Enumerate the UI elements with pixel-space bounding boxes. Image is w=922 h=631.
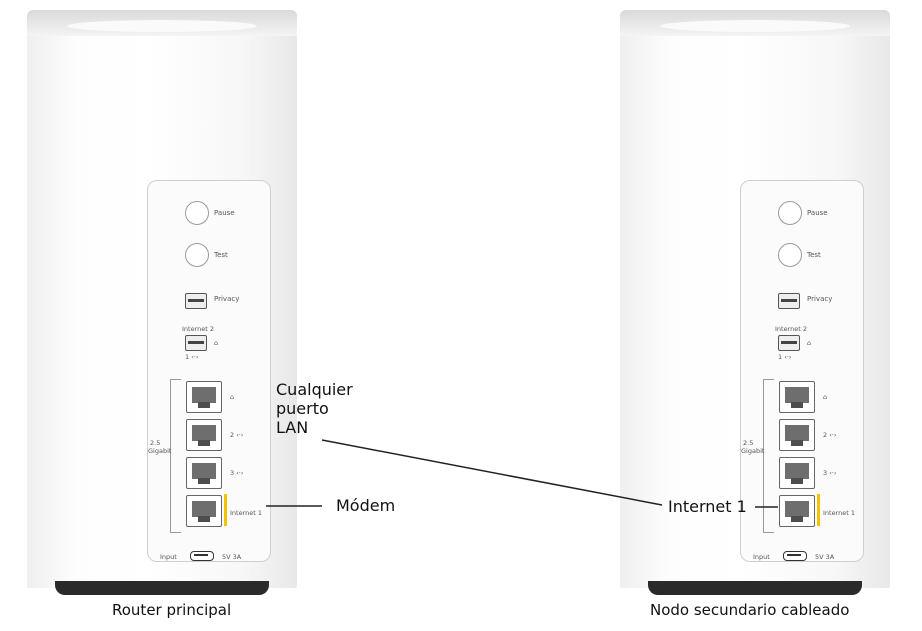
- lan-annotation-line3: LAN: [276, 418, 309, 437]
- internet-port-marker: [224, 494, 227, 526]
- internet2-label: Internet 2: [775, 325, 808, 333]
- wan-lan-icon: 1 ‹·›: [185, 353, 199, 361]
- gigabit-label: Gigabit: [148, 447, 172, 455]
- port2-label: 2 ‹·›: [823, 431, 837, 439]
- port2-label: 2 ‹·›: [230, 431, 244, 439]
- internet1-annotation: Internet 1: [668, 497, 747, 516]
- node-top: [620, 10, 890, 36]
- privacy-switch: [778, 293, 800, 309]
- internet1-port-label: Internet 1: [230, 509, 263, 517]
- privacy-label: Privacy: [214, 295, 240, 303]
- internet1-port: [186, 495, 222, 527]
- lan-port-1: [779, 381, 815, 413]
- home-icon: ⌂: [230, 393, 235, 401]
- power-label: 5V 3A: [222, 553, 242, 561]
- speed-label: 2.5: [743, 439, 754, 447]
- internet2-label: Internet 2: [182, 325, 215, 333]
- test-label: Test: [807, 251, 821, 259]
- main-router-caption: Router principal: [112, 601, 232, 619]
- lan-annotation-line1: Cualquier: [276, 380, 353, 399]
- port3-number: 3: [823, 469, 828, 477]
- lan-to-internet1-cable: [321, 439, 663, 506]
- port2-number: 2: [823, 431, 828, 439]
- power-label: 5V 3A: [815, 553, 835, 561]
- test-button: [185, 243, 209, 267]
- pause-label: Pause: [807, 209, 828, 217]
- pause-button: [185, 201, 209, 225]
- lan-port-2: [186, 419, 222, 451]
- lan-port-1: [186, 381, 222, 413]
- pause-button: [778, 201, 802, 225]
- home-icon: ⌂: [823, 393, 828, 401]
- internet1-port-label: Internet 1: [823, 509, 856, 517]
- port3-label: 3 ‹·›: [230, 469, 244, 477]
- router-base: [55, 581, 269, 595]
- rear-panel: Pause Test Privacy Internet 2 ⌂ 1 ‹·› 2.…: [147, 180, 271, 562]
- lan-port-3: [779, 457, 815, 489]
- node-base: [648, 581, 862, 595]
- home-icon: ⌂: [214, 339, 219, 347]
- modem-annotation: Módem: [336, 496, 396, 515]
- speed-label: 2.5: [150, 439, 161, 447]
- main-router: Pause Test Privacy Internet 2 ⌂ 1 ‹·› 2.…: [27, 10, 297, 595]
- test-label: Test: [214, 251, 228, 259]
- internet1-port: [779, 495, 815, 527]
- gigabit-label: Gigabit: [741, 447, 765, 455]
- lan-port-3: [186, 457, 222, 489]
- internet2-switch: [778, 335, 800, 351]
- router-top: [27, 10, 297, 36]
- internet2-switch: [185, 335, 207, 351]
- lan-port-2: [779, 419, 815, 451]
- port3-number: 3: [230, 469, 235, 477]
- wired-secondary-node: Pause Test Privacy Internet 2 ⌂ 1 ‹·› 2.…: [620, 10, 890, 595]
- port3-label: 3 ‹·›: [823, 469, 837, 477]
- rear-panel: Pause Test Privacy Internet 2 ⌂ 1 ‹·› 2.…: [740, 180, 864, 562]
- wan-lan-icon: 1 ‹·›: [778, 353, 792, 361]
- secondary-node-caption: Nodo secundario cableado: [650, 601, 850, 619]
- usb-c-port: [190, 551, 214, 561]
- privacy-label: Privacy: [807, 295, 833, 303]
- lan-annotation-line2: puerto: [276, 399, 329, 418]
- pause-label: Pause: [214, 209, 235, 217]
- port-bracket: [170, 379, 181, 533]
- test-button: [778, 243, 802, 267]
- port-bracket: [763, 379, 774, 533]
- port2-number: 2: [230, 431, 235, 439]
- input-label: Input: [160, 553, 177, 561]
- any-lan-port-annotation: Cualquier puerto LAN: [276, 380, 353, 437]
- input-label: Input: [753, 553, 770, 561]
- privacy-switch: [185, 293, 207, 309]
- internet-port-marker: [817, 494, 820, 526]
- home-icon: ⌂: [807, 339, 812, 347]
- usb-c-port: [783, 551, 807, 561]
